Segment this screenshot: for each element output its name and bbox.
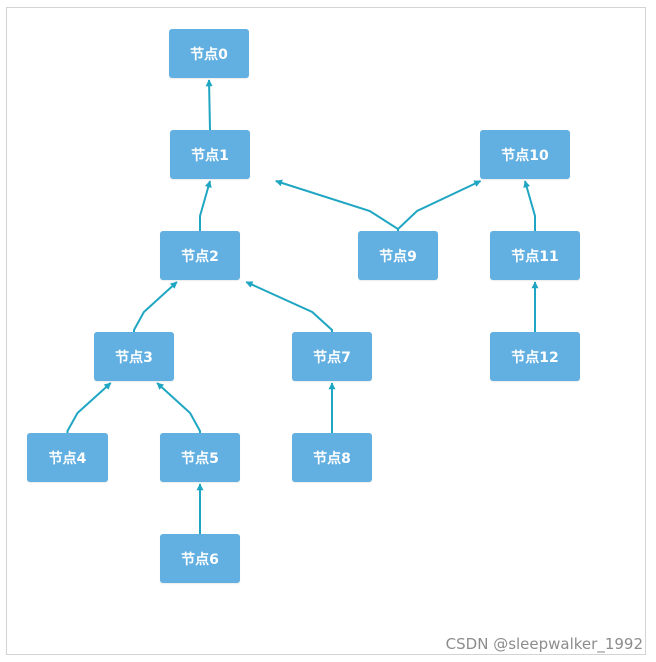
edge-n11-to-n10 xyxy=(523,180,536,231)
node-11[interactable]: 节点11 xyxy=(490,231,580,280)
edge-n9-to-n10 xyxy=(397,180,482,231)
node-9[interactable]: 节点9 xyxy=(358,231,438,280)
node-2[interactable]: 节点2 xyxy=(160,231,240,280)
edge-n1-to-n0 xyxy=(205,79,213,131)
node-7[interactable]: 节点7 xyxy=(292,332,372,381)
node-6[interactable]: 节点6 xyxy=(160,534,240,583)
edge-n3-to-n2 xyxy=(133,281,178,332)
node-12[interactable]: 节点12 xyxy=(490,332,580,381)
diagram-frame xyxy=(6,7,646,655)
edge-n9-to-n1 xyxy=(275,179,399,231)
edge-n5-to-n3 xyxy=(156,382,201,433)
node-8[interactable]: 节点8 xyxy=(292,433,372,482)
node-10[interactable]: 节点10 xyxy=(480,130,570,179)
edge-n7-to-n2 xyxy=(245,281,333,332)
watermark: CSDN @sleepwalker_1992 xyxy=(445,635,643,653)
node-3[interactable]: 节点3 xyxy=(94,332,174,381)
node-1[interactable]: 节点1 xyxy=(170,130,250,179)
node-4[interactable]: 节点4 xyxy=(27,433,108,482)
node-5[interactable]: 节点5 xyxy=(160,433,240,482)
edge-n2-to-n1 xyxy=(199,180,212,231)
edge-n4-to-n3 xyxy=(66,382,112,433)
node-0[interactable]: 节点0 xyxy=(169,29,249,78)
